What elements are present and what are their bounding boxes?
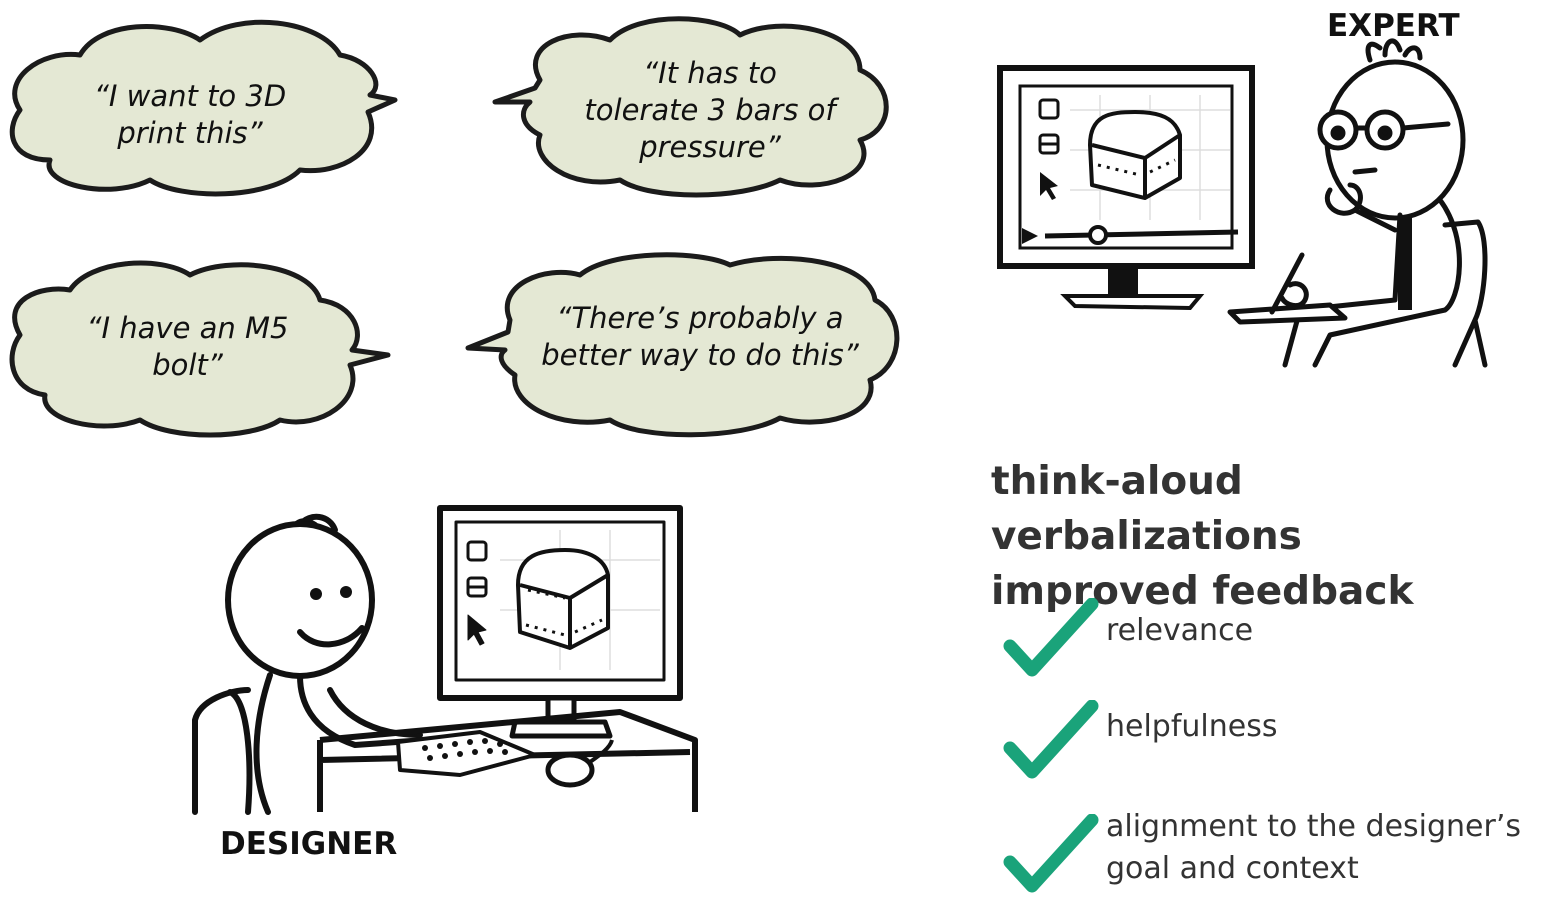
bubble-line: “There’s probably a: [556, 301, 844, 335]
benefit-label: relevance: [1106, 613, 1254, 648]
check-icon: [1000, 814, 1100, 894]
monitor-icon: [317, 505, 698, 812]
benefit-item: relevance: [1000, 598, 1550, 678]
bubble-line: print this”: [117, 116, 263, 150]
bubble-3-text: “I have an M5 bolt”: [50, 310, 325, 384]
designer-label: DESIGNER: [220, 826, 398, 862]
speech-bubble-icon: [9, 19, 398, 197]
person-icon: [192, 513, 428, 815]
check-icon: [1000, 598, 1100, 678]
bubble-line: bolt”: [152, 348, 223, 382]
person-icon: [1227, 38, 1488, 368]
bubble-line: “I want to 3D: [93, 79, 287, 113]
benefit-label-line: goal and context: [1106, 851, 1359, 886]
benefit-label: alignment to the designer’s goal and con…: [1106, 806, 1521, 890]
benefit-item: helpfulness: [1000, 700, 1550, 780]
speech-bubble-icon: [465, 252, 900, 438]
headline: think-aloud verbalizations improved feed…: [991, 454, 1551, 619]
speech-bubble-icon: [9, 260, 391, 438]
headline-line: think-aloud verbalizations: [991, 459, 1302, 559]
bubble-line: better way to do this”: [541, 338, 859, 372]
bubble-line: “I have an M5: [86, 311, 289, 345]
benefit-item: alignment to the designer’s goal and con…: [1000, 808, 1550, 894]
headline-line: improved feedback: [991, 569, 1414, 614]
expert-label: EXPERT: [1327, 8, 1460, 44]
bubble-4-text: “There’s probably a better way to do thi…: [520, 300, 880, 374]
monitor-icon: [997, 65, 1255, 311]
check-icon: [1000, 700, 1100, 780]
benefit-label-line: alignment to the designer’s: [1106, 809, 1522, 844]
bubble-line: pressure”: [639, 130, 781, 164]
benefit-label: helpfulness: [1106, 709, 1278, 744]
bubble-line: “It has to: [643, 56, 777, 90]
speech-bubble-icon: [492, 16, 889, 198]
bubble-2-text: “It has to tolerate 3 bars of pressure”: [555, 55, 865, 166]
bubble-line: tolerate 3 bars of: [584, 93, 836, 127]
bubble-1-text: “I want to 3D print this”: [60, 78, 320, 152]
